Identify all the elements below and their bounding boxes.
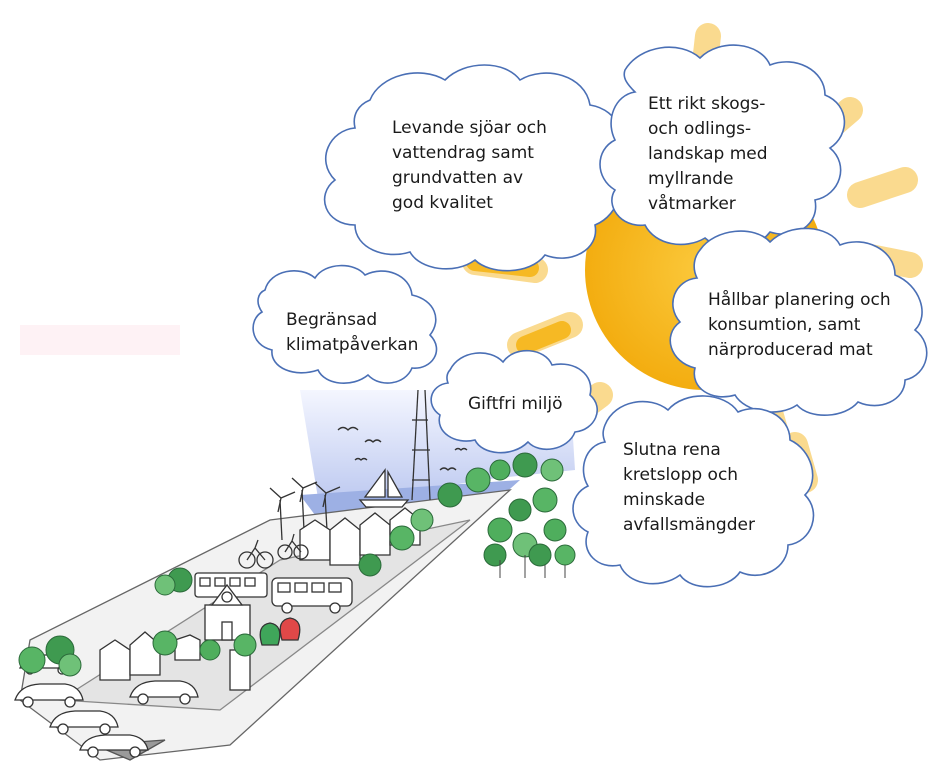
cloud-line: Ett rikt skogs- <box>648 94 766 114</box>
cloud-line: Slutna rena <box>623 440 721 460</box>
cloud-line: vattendrag samt <box>392 143 534 163</box>
cloud-line: god kvalitet <box>392 193 493 213</box>
cloud-label-cycle: Slutna rena kretslopp och minskade avfal… <box>623 438 755 538</box>
cloud-water <box>323 64 622 272</box>
bird-icon <box>337 426 468 471</box>
antenna-tower <box>411 389 431 501</box>
tram-icon <box>194 572 268 598</box>
cloud-line: Begränsad <box>286 310 378 330</box>
cloud-line: minskade <box>623 490 706 510</box>
forest-trunks <box>499 555 566 578</box>
cloud-climate <box>252 264 438 385</box>
sailboat-icon <box>358 468 410 508</box>
cloud-line: Hållbar planering och <box>708 290 891 310</box>
background-strip <box>20 325 180 355</box>
bicycle-icon <box>238 533 309 569</box>
cloud-line: avfallsmängder <box>623 515 755 535</box>
cloud-line: Giftfri miljö <box>468 394 563 414</box>
cloud-line: landskap med <box>648 144 768 164</box>
cloud-line: konsumtion, samt <box>708 315 861 335</box>
cloud-line: myllrande <box>648 169 734 189</box>
cloud-label-climate: Begränsad klimatpåverkan <box>286 308 418 358</box>
cloud-label-toxic: Giftfri miljö <box>468 392 562 417</box>
houses-left <box>99 631 251 691</box>
cloud-line: klimatpåverkan <box>286 335 419 355</box>
cloud-cycle <box>572 395 815 588</box>
clouds <box>252 44 928 588</box>
cloud-label-forest: Ett rikt skogs- och odlings- landskap me… <box>648 92 768 217</box>
cloud-line: närproducerad mat <box>708 340 873 360</box>
cloud-line: våtmarker <box>648 194 736 214</box>
cloud-line: kretslopp och <box>623 465 739 485</box>
cloud-line: Levande sjöar och <box>392 118 547 138</box>
cloud-planning <box>669 227 928 416</box>
car-icon <box>14 654 199 758</box>
trees <box>18 452 576 677</box>
cloud-line: och odlings- <box>648 119 752 139</box>
bus-icon <box>271 577 353 614</box>
cloud-label-planning: Hållbar planering och konsumtion, samt n… <box>708 288 891 363</box>
cloud-label-water: Levande sjöar och vattendrag samt grundv… <box>392 116 547 216</box>
wind-turbine-icon <box>269 477 341 541</box>
cloud-line: grundvatten av <box>392 168 524 188</box>
cloud-toxic <box>430 349 599 454</box>
recycling-bag-icon <box>259 617 301 646</box>
